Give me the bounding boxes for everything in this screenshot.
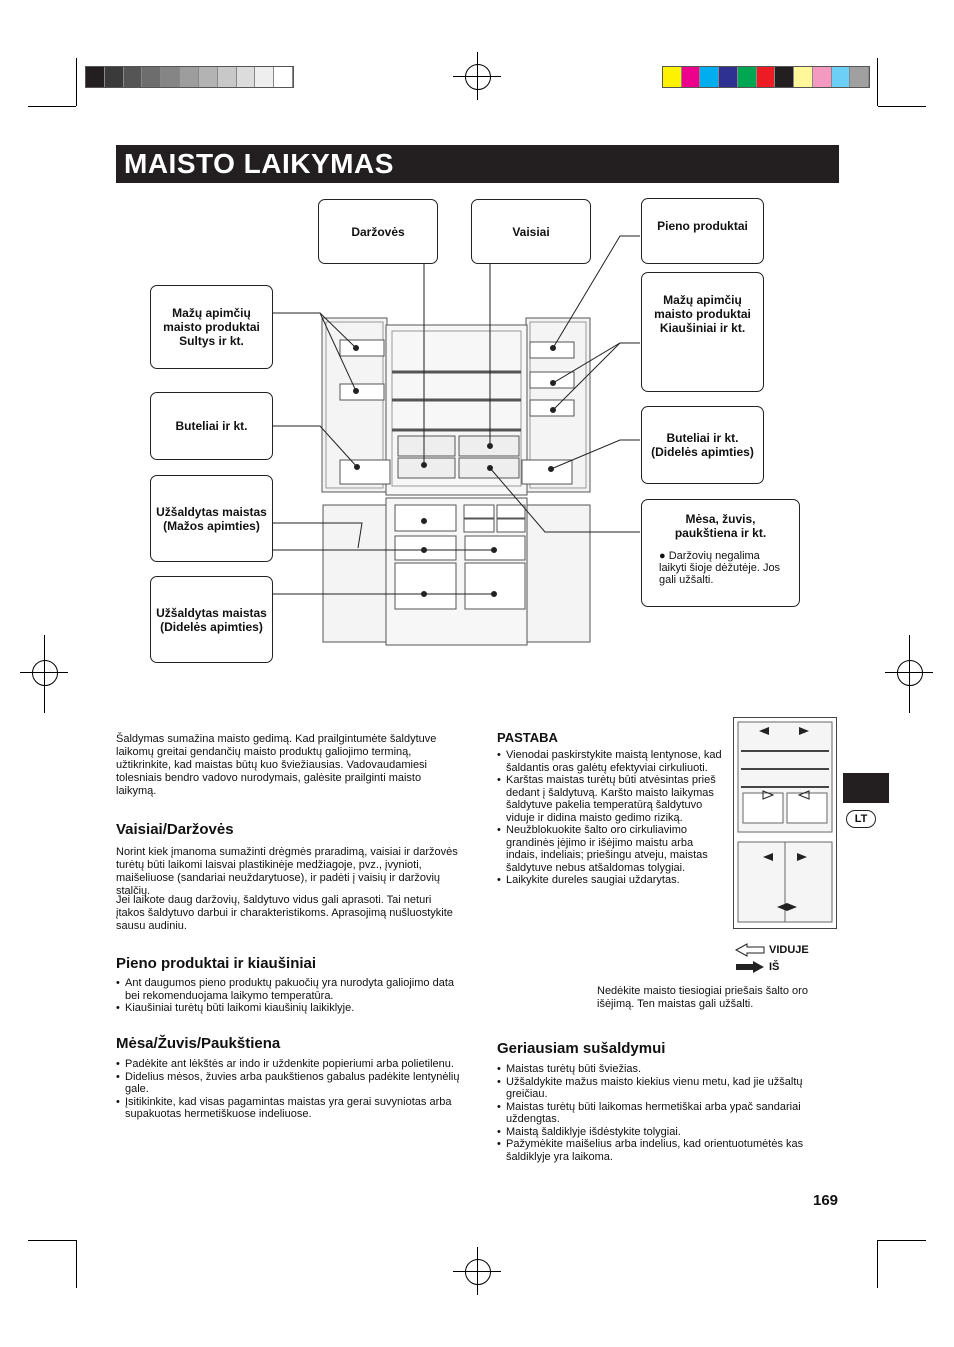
- label-text: Buteliai ir kt. (Didelės apimties): [651, 431, 754, 459]
- list-item: Didelius mėsos, žuvies arba paukštienos …: [116, 1071, 461, 1096]
- is-label: IŠ: [769, 961, 780, 973]
- list-item: Maistas turėtų būti šviežias.: [497, 1063, 837, 1076]
- label-line: maisto produktai: [654, 307, 751, 321]
- vaisiai-heading: Vaisiai/Daržovės: [116, 821, 234, 838]
- label-line: maisto produktai: [163, 320, 260, 334]
- label-text: Vaisiai: [512, 224, 550, 239]
- outside-arrow-icon: [736, 961, 764, 973]
- geriausiam-list: Maistas turėtų būti šviežias. Užšaldykit…: [497, 1063, 837, 1163]
- viduje-label: VIDUJE: [769, 944, 809, 956]
- intro-paragraph: Šaldymas sumažina maisto gedimą. Kad pra…: [116, 733, 437, 797]
- label-mazu-apimciu-left: Mažų apimčių maisto produktai Sultys ir …: [150, 285, 273, 369]
- list-item: Kiaušiniai turėtų būti laikomi kiaušinių…: [116, 1002, 463, 1015]
- vaisiai-paragraph-2: Jei laikote daug daržovių, šaldytuvo vid…: [116, 894, 453, 932]
- pastaba-list: Vienodai paskirstykite maistą lentynose,…: [497, 749, 725, 887]
- label-text: Buteliai ir kt.: [175, 419, 248, 433]
- label-line: (Didelės apimties): [651, 445, 754, 459]
- pastaba-heading: PASTABA: [497, 730, 558, 745]
- inside-arrow-icon: [735, 943, 765, 957]
- vaisiai-paragraph-1: Norint kiek įmanoma sumažinti drėgmės pr…: [116, 846, 458, 897]
- page-title-bar: MAISTO LAIKYMAS: [116, 145, 839, 183]
- label-buteliai-left: Buteliai ir kt.: [150, 392, 273, 460]
- label-text: Pieno produktai: [657, 219, 748, 233]
- airflow-diagram: [733, 717, 837, 929]
- list-item: Karštas maistas turėtų būti atvėsintas p…: [497, 774, 725, 824]
- list-item: Užšaldykite mažus maisto kiekius vienu m…: [497, 1076, 837, 1101]
- list-item: Įsitikinkite, kad visas pagamintas maist…: [116, 1096, 461, 1121]
- language-badge: LT: [846, 810, 876, 828]
- label-uzsaldytas-dideles: Užšaldytas maistas (Didelės apimties): [150, 576, 273, 663]
- list-item: Maistas turėtų būti laikomas hermetiškai…: [497, 1101, 837, 1126]
- language-tab: [843, 773, 889, 803]
- list-item: Padėkite ant lėkštės ar indo ir uždenkit…: [116, 1058, 461, 1071]
- list-item: Vienodai paskirstykite maistą lentynose,…: [497, 749, 725, 774]
- gray-color-bar: [85, 66, 294, 88]
- label-line: Užšaldytas maistas: [156, 504, 267, 519]
- cmyk-color-bar: [662, 66, 870, 88]
- label-line: Sultys ir kt.: [179, 334, 244, 348]
- label-text: Mėsa, žuvis, paukštiena ir kt.: [675, 512, 766, 540]
- label-pieno-produktai: Pieno produktai: [641, 198, 764, 264]
- label-line: paukštiena ir kt.: [674, 526, 767, 540]
- pieno-list: Ant daugumos pieno produktų pakuočių yra…: [116, 977, 463, 1015]
- label-vaisiai: Vaisiai: [471, 199, 591, 264]
- label-line: Kiaušiniai ir kt.: [659, 321, 746, 335]
- label-text: Užšaldytas maistas (Didelės apimties): [156, 606, 267, 634]
- geriausiam-heading: Geriausiam sušaldymui: [497, 1040, 666, 1057]
- pieno-heading: Pieno produktai ir kiaušiniai: [116, 955, 317, 972]
- label-line: (Didelės apimties): [160, 619, 263, 634]
- mesa-note: ● Daržovių negalima laikyti šioje dėžutė…: [659, 550, 781, 586]
- label-text: Užšaldytas maistas (Mažos apimties): [156, 505, 267, 533]
- mesa-heading: Mėsa/Žuvis/Paukštiena: [116, 1035, 281, 1052]
- label-mesa-zuvis: Mėsa, žuvis, paukštiena ir kt.: [641, 499, 800, 607]
- list-item: Maistą šaldiklyje išdėstykite tolygiai.: [497, 1126, 837, 1139]
- label-line: Užšaldytas maistas: [156, 605, 267, 620]
- fridge-diagram: [273, 235, 640, 646]
- airflow-note: Nedėkite maisto tiesiogiai priešais šalt…: [597, 985, 808, 1010]
- label-mazu-apimciu-right: Mažų apimčių maisto produktai Kiaušiniai…: [641, 272, 764, 392]
- label-line: Buteliai ir kt.: [666, 431, 739, 445]
- list-item: Laikykite dureles saugiai uždarytas.: [497, 874, 725, 887]
- list-item: Neužblokuokite šalto oro cirkuliavimo gr…: [497, 824, 725, 874]
- list-item: Pažymėkite maišelius arba indelius, kad …: [497, 1138, 837, 1163]
- label-text: Mažų apimčių maisto produktai Kiaušiniai…: [654, 293, 751, 335]
- label-text: Daržovės: [351, 224, 405, 239]
- label-line: Mažų apimčių: [172, 306, 251, 320]
- label-line: Mėsa, žuvis,: [685, 512, 756, 526]
- label-text: Mažų apimčių maisto produktai Sultys ir …: [163, 306, 260, 348]
- label-uzsaldytas-mazos: Užšaldytas maistas (Mažos apimties): [150, 475, 273, 562]
- label-line: Mažų apimčių: [663, 293, 742, 307]
- list-item: Ant daugumos pieno produktų pakuočių yra…: [116, 977, 463, 1002]
- mesa-list: Padėkite ant lėkštės ar indo ir uždenkit…: [116, 1058, 461, 1121]
- label-darzoves: Daržovės: [318, 199, 438, 264]
- page-number: 169: [813, 1192, 839, 1209]
- label-line: (Mažos apimties): [163, 518, 260, 533]
- label-buteliai-right: Buteliai ir kt. (Didelės apimties): [641, 406, 764, 484]
- page-title: MAISTO LAIKYMAS: [124, 148, 394, 179]
